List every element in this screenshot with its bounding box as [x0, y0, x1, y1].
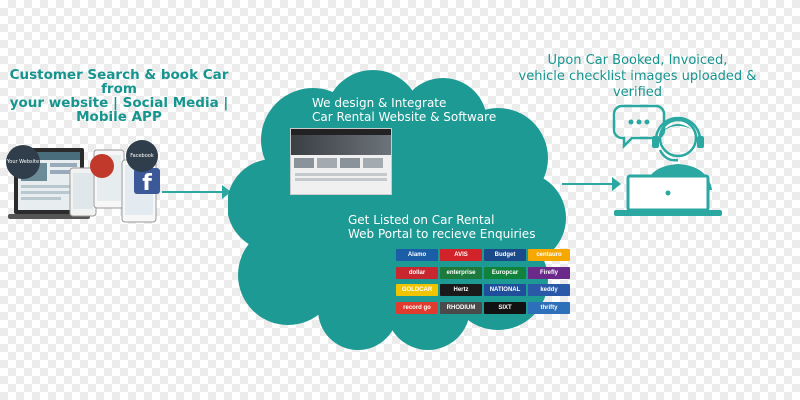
brand-logo: Alamo: [396, 249, 438, 261]
cloud-top-line1: We design & Integrate: [312, 96, 447, 110]
brand-logo: NATIONAL: [484, 284, 526, 296]
right-caption: Upon Car Booked, Invoiced, vehicle check…: [495, 53, 780, 101]
brand-logo: AVIS: [440, 249, 482, 261]
right-caption-line1: Upon Car Booked, Invoiced,: [547, 53, 728, 68]
social-bubble: [90, 154, 114, 178]
cloud-top-caption: We design & Integrate Car Rental Website…: [312, 96, 532, 124]
brand-logo: keddy: [528, 284, 570, 296]
cloud-bottom-line1: Get Listed on Car Rental: [348, 213, 495, 227]
arrow-right-icon: [562, 177, 621, 191]
brand-logo: GOLDCAR: [396, 284, 438, 296]
brand-logo: RHODIUM: [440, 301, 482, 314]
svg-text:f: f: [142, 171, 152, 196]
facebook-bubble: Facebook: [126, 140, 158, 172]
brand-logo: centauro: [528, 249, 570, 261]
arrow-right-icon: [162, 185, 231, 199]
cloud-top-line2: Car Rental Website & Software: [312, 110, 497, 124]
support-agent-icon: [612, 104, 722, 216]
brand-logo: Budget: [484, 249, 526, 261]
left-caption: Customer Search & book Car from your web…: [0, 68, 238, 124]
website-bubble: Your Website: [6, 145, 40, 179]
cloud-bottom-line2: Web Portal to recieve Enquiries: [348, 227, 536, 241]
brand-logo: dollar: [396, 266, 438, 279]
facebook-bubble-label: Facebook: [130, 153, 154, 159]
brand-logo: record go: [396, 301, 438, 314]
brand-logo: Europcar: [484, 266, 526, 279]
brand-logo: enterprise: [440, 266, 482, 279]
brand-logo: SIXT: [484, 301, 526, 314]
left-caption-line2: your website | Social Media |: [9, 95, 229, 111]
brand-logo: thrifty: [528, 301, 570, 314]
left-caption-line1: Customer Search & book Car from: [9, 67, 229, 97]
website-screenshot: [290, 128, 392, 195]
brand-logo: Hertz: [440, 284, 482, 296]
website-bubble-label: Your Website: [6, 159, 40, 165]
left-caption-line3: Mobile APP: [76, 109, 162, 125]
devices-collage: f Your Website Facebook: [6, 140, 163, 230]
cloud-bottom-caption: Get Listed on Car Rental Web Portal to r…: [348, 213, 548, 241]
brand-logo: Firefly: [528, 266, 570, 279]
right-caption-line2: vehicle checklist images uploaded & veri…: [518, 69, 757, 100]
